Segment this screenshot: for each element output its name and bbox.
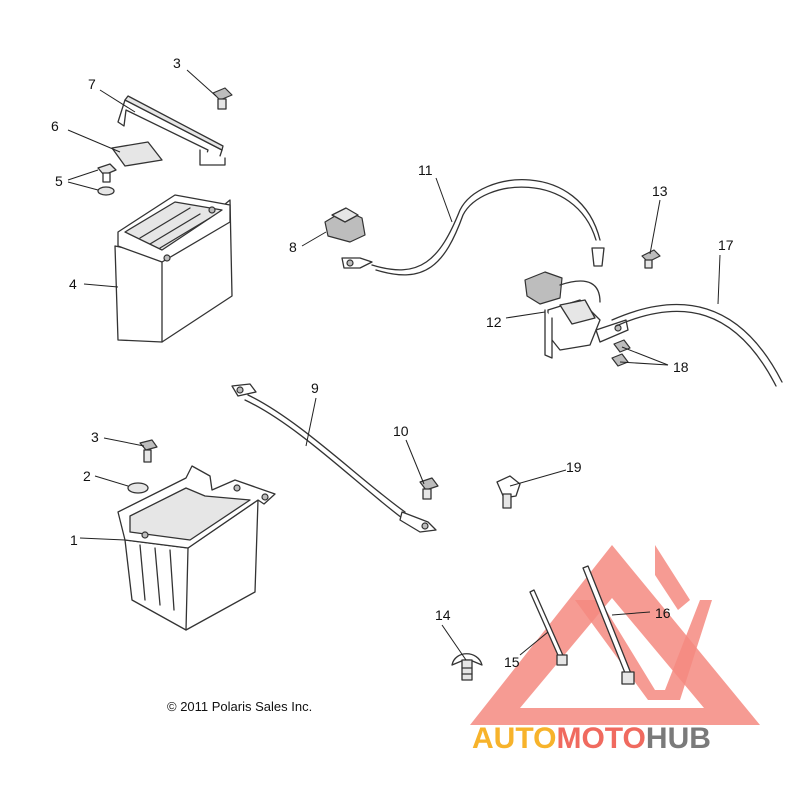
part-15-cable-tie <box>529 589 568 666</box>
watermark-text-auto: AUTO <box>472 722 556 755</box>
copyright-text: © 2011 Polaris Sales Inc. <box>167 699 312 714</box>
callout-18: 18 <box>673 359 689 375</box>
watermark-triangle-outer <box>470 545 760 725</box>
callout-6: 6 <box>51 118 59 134</box>
callout-16: 16 <box>655 605 671 621</box>
part-8-terminal-boot <box>324 207 366 243</box>
part-9-ground-cable <box>231 383 437 533</box>
callout-labels: 1 2 3 3 4 5 6 7 8 9 10 11 12 13 14 15 16… <box>51 55 734 670</box>
part-4-battery <box>114 194 233 343</box>
callout-19: 19 <box>566 459 582 475</box>
part-6-pad <box>111 141 163 167</box>
part-10-bolt <box>419 477 439 500</box>
part-3-bolt-top <box>212 87 233 110</box>
watermark-text-hub: HUB <box>646 722 711 755</box>
part-19-clip <box>496 475 521 509</box>
callout-5: 5 <box>55 173 63 189</box>
part-11-cable <box>341 179 605 276</box>
watermark-peak-right <box>655 545 690 610</box>
callout-13: 13 <box>652 183 668 199</box>
callout-4: 4 <box>69 276 77 292</box>
callout-11: 11 <box>418 162 433 178</box>
part-16-cable-tie <box>582 565 635 685</box>
watermark-text-moto: MOTO <box>556 722 645 755</box>
callout-17: 17 <box>718 237 734 253</box>
part-1-battery-box <box>117 465 276 631</box>
part-5-bolt-washer <box>97 163 117 196</box>
callout-7: 7 <box>88 76 96 92</box>
part-2-washer <box>127 482 149 494</box>
callout-2: 2 <box>83 468 91 484</box>
callout-14: 14 <box>435 607 451 623</box>
callout-12: 12 <box>486 314 502 330</box>
part-14-push-clip <box>451 653 483 681</box>
leader-lines <box>67 69 721 661</box>
part-17-cable <box>611 303 783 387</box>
callout-3-upper: 3 <box>173 55 181 71</box>
watermark-text: AUTOMOTOHUB <box>472 722 711 755</box>
callout-9: 9 <box>311 380 319 396</box>
callout-10: 10 <box>393 423 409 439</box>
part-12-solenoid <box>524 271 629 359</box>
callout-1: 1 <box>70 532 78 548</box>
part-3-bolt-lower <box>139 439 158 463</box>
callout-15: 15 <box>504 654 520 670</box>
part-13-bolt <box>641 249 661 269</box>
callout-3-lower: 3 <box>91 429 99 445</box>
part-7-hold-down-strap <box>117 95 226 166</box>
callout-8: 8 <box>289 239 297 255</box>
